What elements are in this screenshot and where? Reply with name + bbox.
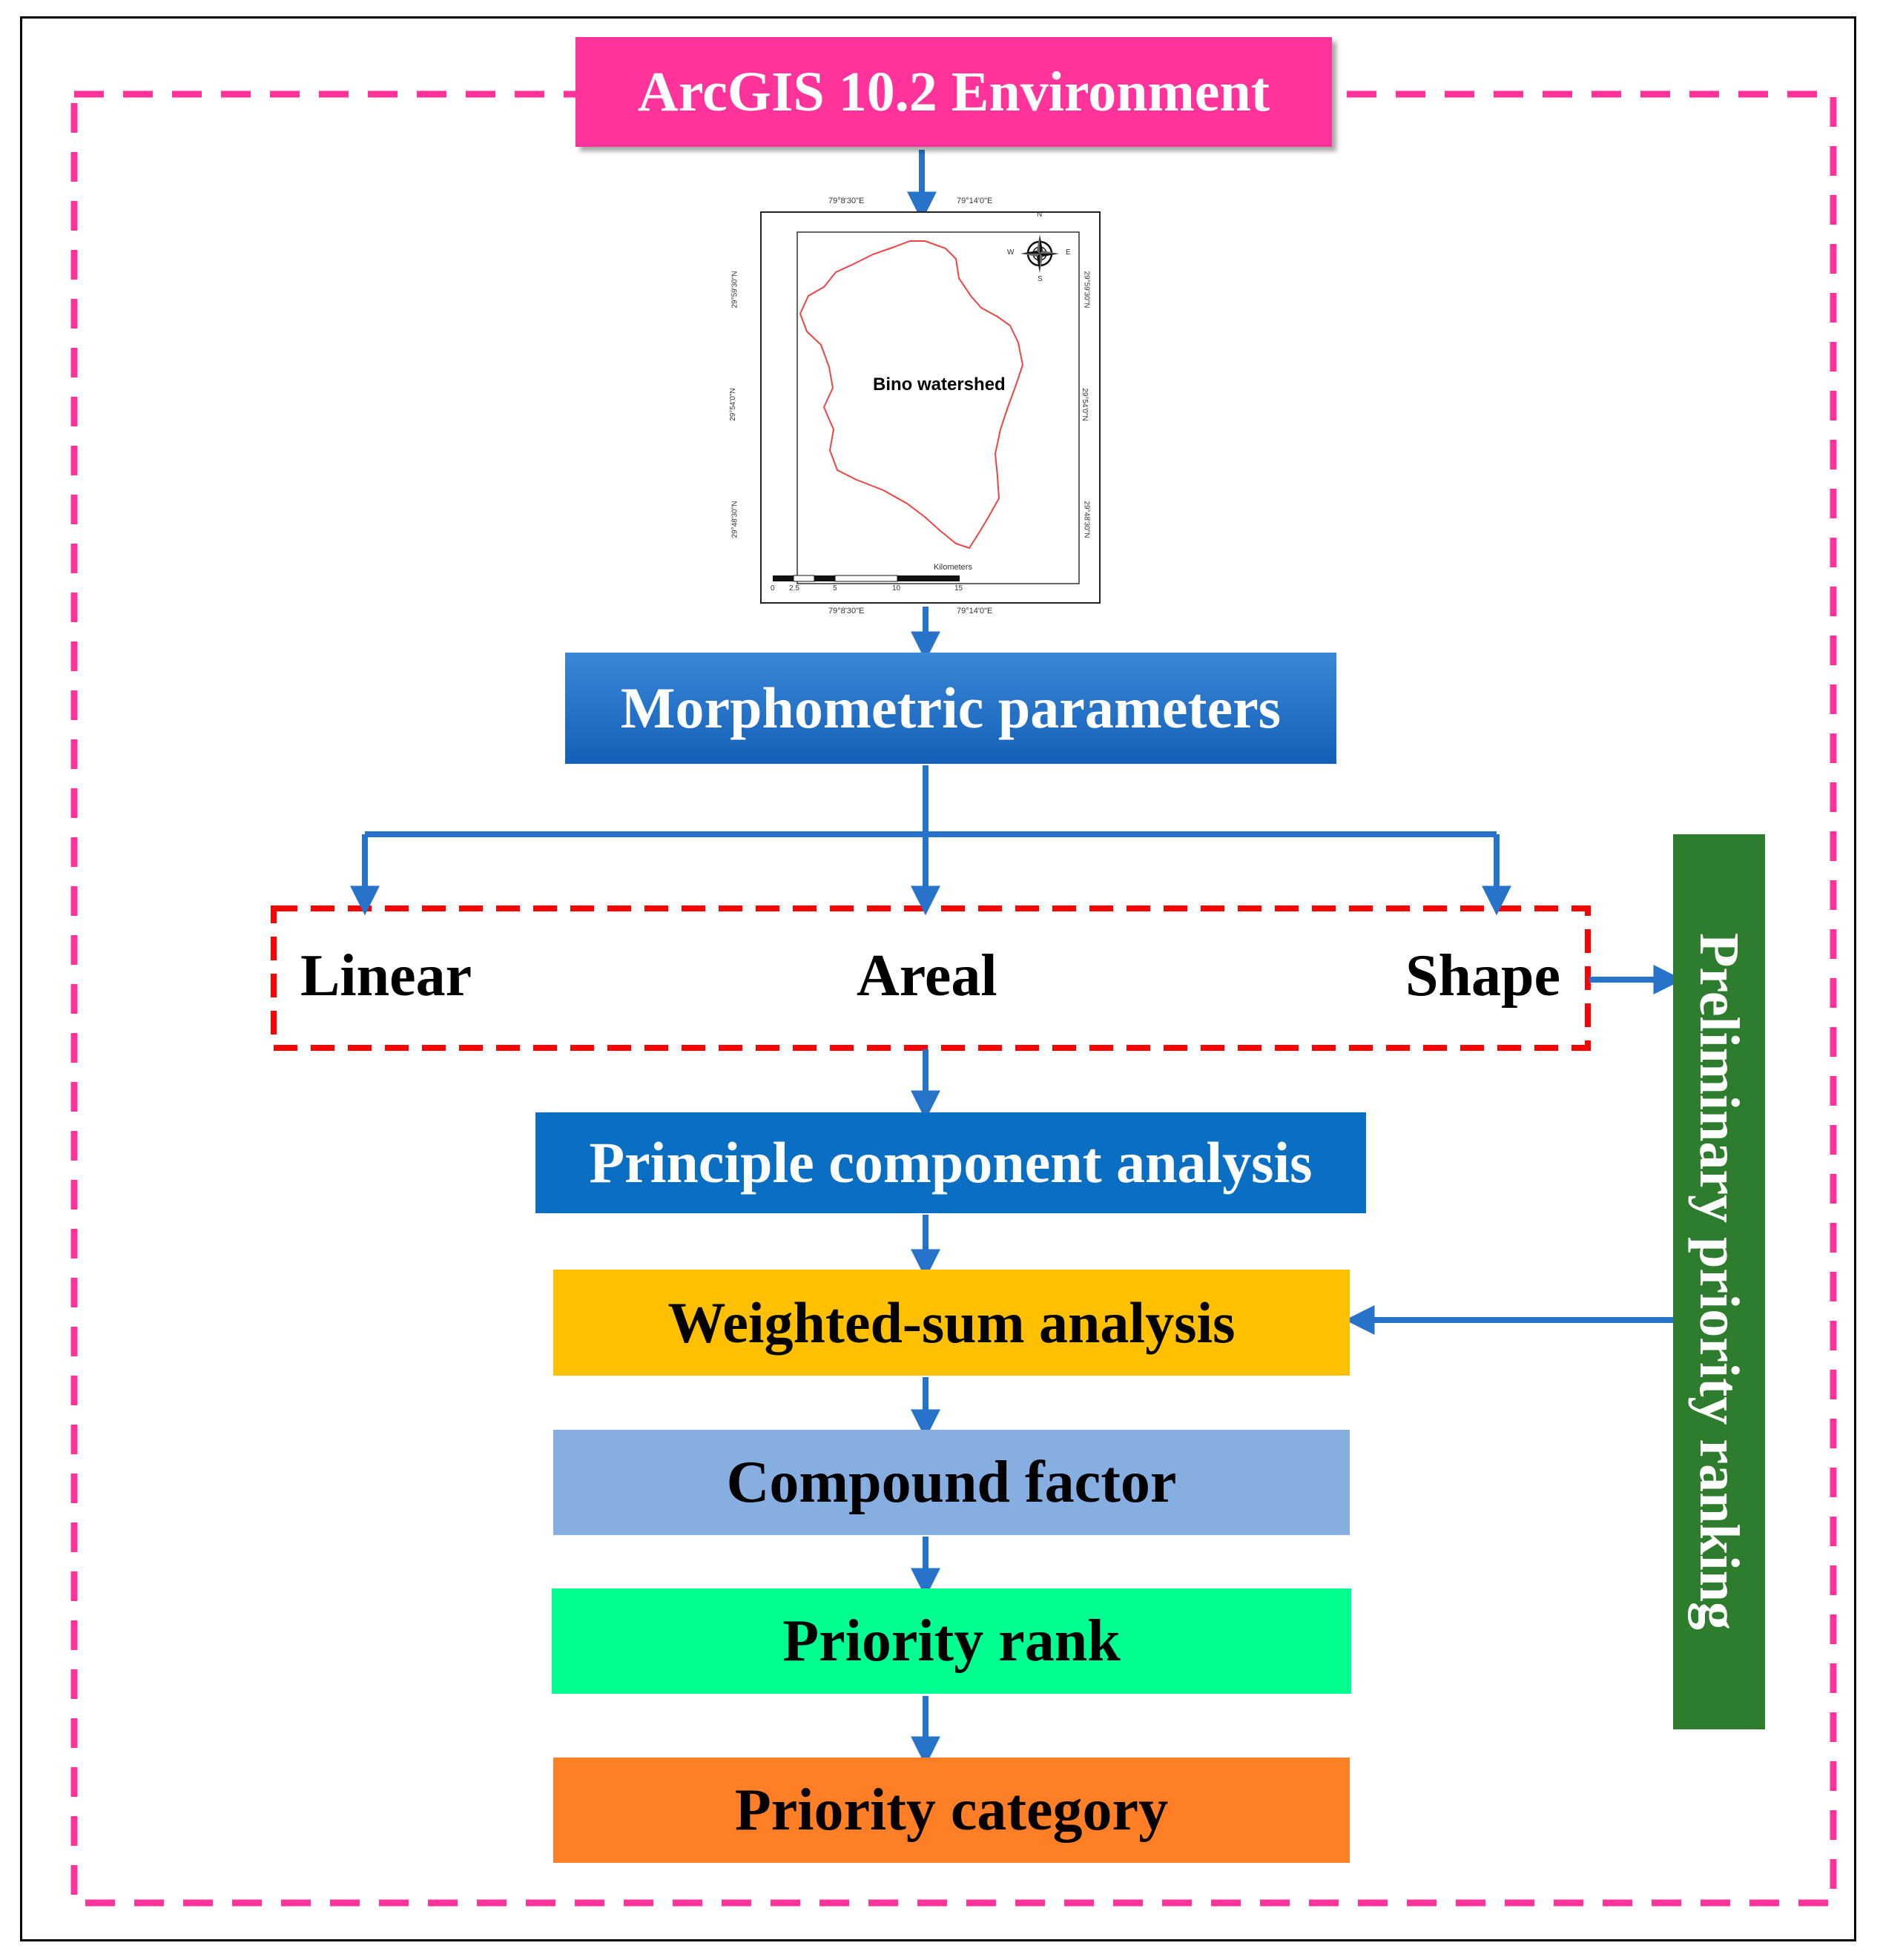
outer-frame	[20, 16, 1856, 1941]
scale-value: 15	[954, 584, 963, 593]
pca-box: Principle component analysis	[535, 1112, 1366, 1213]
scale-value: 0	[771, 584, 775, 593]
watershed-boundary	[799, 240, 1024, 550]
map-tick-left: 29°54'0"N	[728, 388, 737, 421]
compound-factor-label: Compound factor	[726, 1449, 1177, 1515]
pca-label: Principle component analysis	[589, 1130, 1313, 1195]
map-tick-top: 79°8'30"E	[828, 197, 865, 205]
preliminary-priority-ranking-label: Preliminary priority ranking	[1688, 932, 1750, 1631]
environment-dashed-frame	[70, 90, 1837, 1907]
weighted-sum-label: Weighted-sum analysis	[667, 1290, 1236, 1355]
areal-label: Areal	[857, 943, 997, 1009]
map-tick-right: 29°48'30"N	[1082, 501, 1091, 538]
compass-n: N	[1037, 211, 1043, 219]
shape-label: Shape	[1405, 943, 1560, 1009]
scale-bar	[773, 575, 960, 582]
compass-w: W	[1007, 248, 1015, 257]
weighted-sum-box: Weighted-sum analysis	[553, 1270, 1350, 1376]
map-tick-bottom: 79°8'30"E	[828, 607, 865, 616]
map-tick-top: 79°14'0"E	[957, 197, 993, 205]
arcgis-environment-label: ArcGIS 10.2 Environment	[637, 60, 1270, 123]
watershed-title: Bino watershed	[873, 374, 1006, 395]
priority-category-box: Priority category	[553, 1758, 1350, 1863]
priority-category-label: Priority category	[734, 1777, 1169, 1843]
compass-e: E	[1066, 248, 1071, 257]
arcgis-environment-box: ArcGIS 10.2 Environment	[575, 37, 1332, 147]
map-tick-right: 29°54'0"N	[1080, 388, 1089, 421]
scale-value: 5	[833, 584, 837, 593]
morphometric-parameters-label: Morphometric parameters	[620, 676, 1282, 740]
compass-s: S	[1038, 275, 1043, 283]
scale-value: 10	[892, 584, 901, 593]
preliminary-priority-ranking-box: Preliminary priority ranking	[1673, 834, 1765, 1729]
parameter-group-dashed-frame	[271, 905, 1591, 1051]
compound-factor-box: Compound factor	[553, 1430, 1350, 1535]
scale-label: Kilometers	[934, 563, 972, 572]
map-tick-right: 29°59'30"N	[1082, 271, 1091, 308]
linear-label: Linear	[300, 943, 472, 1009]
scale-value: 2.5	[789, 584, 799, 593]
watershed-map: Bino watershed N S W E Kilometers 0 2.5 …	[760, 211, 1101, 604]
priority-rank-label: Priority rank	[782, 1608, 1121, 1674]
morphometric-parameters-box: Morphometric parameters	[565, 653, 1336, 764]
map-tick-left: 29°59'30"N	[730, 271, 739, 308]
north-arrow-icon	[1020, 234, 1059, 273]
map-tick-bottom: 79°14'0"E	[957, 607, 993, 616]
priority-rank-box: Priority rank	[552, 1588, 1351, 1694]
map-tick-left: 29°48'30"N	[730, 501, 739, 538]
